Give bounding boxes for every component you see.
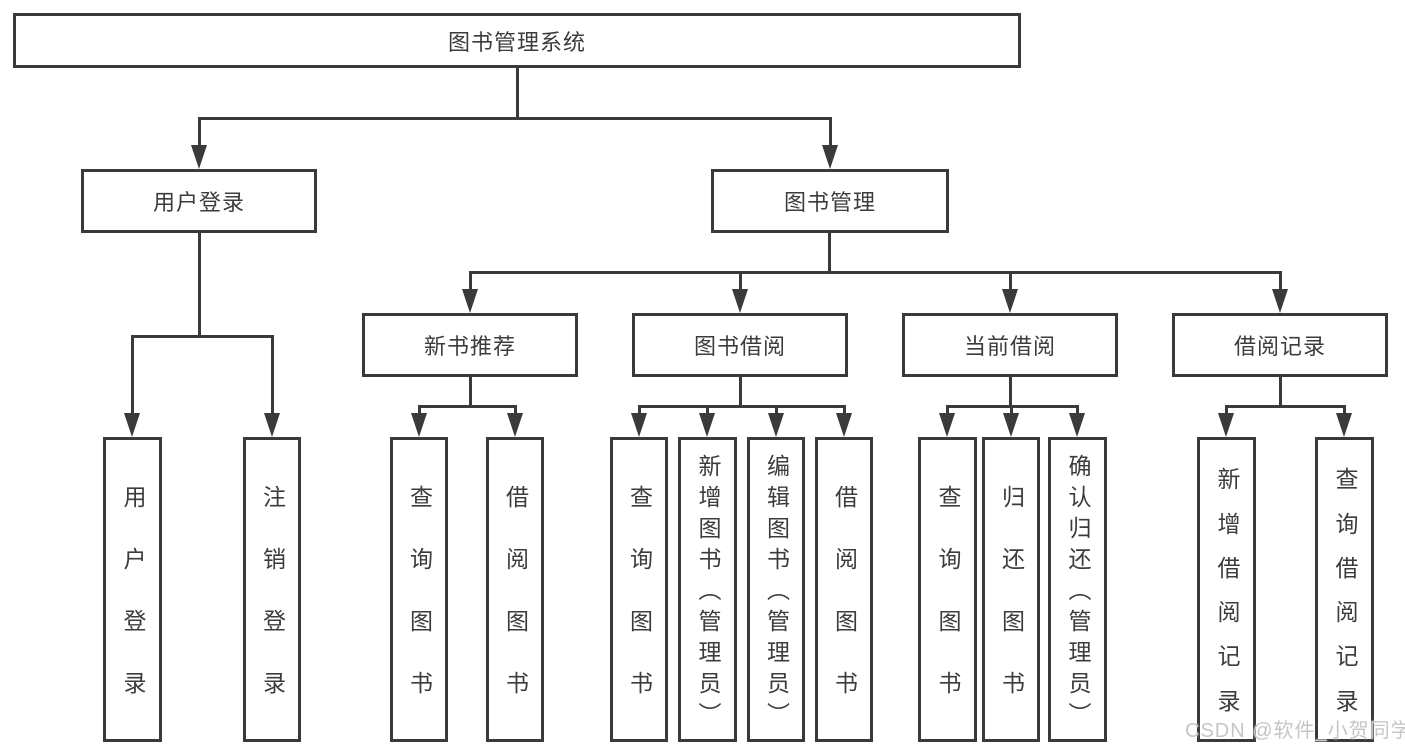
connector-drop-current-borrow <box>1009 271 1012 293</box>
node-leaf-logout-label: 注销登录 <box>259 485 286 694</box>
node-leaf-edit-book-label: 编辑图书（管理员） <box>763 454 790 725</box>
connector-drop-borrow-records <box>1279 271 1282 293</box>
node-leaf-logout: 注销登录 <box>243 437 301 742</box>
connector-drop-book-mgmt <box>829 117 832 148</box>
connector-current-borrow-stem <box>1009 377 1012 408</box>
node-book-mgmt-label: 图书管理 <box>783 190 876 215</box>
connector-borrow-records-branch <box>1225 405 1346 408</box>
node-leaf-confirm-return: 确认归还（管理员） <box>1048 437 1107 742</box>
node-leaf-return-book-label: 归还图书 <box>998 485 1025 694</box>
arrowhead-edit-book <box>768 413 784 437</box>
connector-drop-edit-book <box>775 405 778 415</box>
connector-user-login-branch <box>131 335 274 338</box>
connector-drop-confirm-return <box>1076 405 1079 415</box>
node-book-borrow: 图书借阅 <box>632 313 848 377</box>
arrowhead-add-book <box>699 413 715 437</box>
node-leaf-query-borrow-record-label: 查询借阅记录 <box>1332 467 1358 712</box>
arrowhead-leaf-user-login <box>124 413 140 437</box>
node-leaf-borrow-book-1-label: 借阅图书 <box>502 485 529 694</box>
connector-drop-query-borrow-record <box>1343 405 1346 415</box>
node-leaf-return-book: 归还图书 <box>982 437 1040 742</box>
connector-drop-query-book-1 <box>418 405 421 415</box>
node-leaf-query-book-2: 查询图书 <box>610 437 668 742</box>
node-leaf-query-book-1-label: 查询图书 <box>406 485 433 694</box>
connector-new-book-rec-stem <box>469 377 472 408</box>
arrowhead-book-borrow <box>732 289 748 313</box>
arrowhead-confirm-return <box>1069 413 1085 437</box>
node-new-book-rec-label: 新书推荐 <box>423 334 516 359</box>
arrowhead-borrow-book-1 <box>507 413 523 437</box>
connector-drop-user-login <box>198 117 201 148</box>
connector-drop-leaf-user-login <box>131 335 134 415</box>
node-current-borrow: 当前借阅 <box>902 313 1118 377</box>
node-leaf-add-book: 新增图书（管理员） <box>678 437 737 742</box>
node-book-mgmt: 图书管理 <box>711 169 949 233</box>
connector-new-book-rec-branch <box>418 405 517 408</box>
node-leaf-user-login: 用户登录 <box>103 437 162 742</box>
node-user-login-label: 用户登录 <box>152 190 245 215</box>
arrowhead-borrow-records <box>1272 289 1288 313</box>
node-leaf-borrow-book-2: 借阅图书 <box>815 437 873 742</box>
arrowhead-add-borrow-record <box>1218 413 1234 437</box>
connector-drop-borrow-book-2 <box>843 405 846 415</box>
arrowhead-leaf-logout <box>264 413 280 437</box>
node-leaf-borrow-book-2-label: 借阅图书 <box>831 485 858 694</box>
connector-drop-return-book <box>1010 405 1013 415</box>
connector-drop-query-book-3 <box>946 405 949 415</box>
connector-drop-add-book <box>706 405 709 415</box>
arrowhead-query-book-1 <box>411 413 427 437</box>
connector-borrow-records-stem <box>1279 377 1282 408</box>
node-leaf-borrow-book-1: 借阅图书 <box>486 437 544 742</box>
connector-drop-query-book-2 <box>638 405 641 415</box>
node-root: 图书管理系统 <box>13 13 1021 68</box>
node-leaf-query-book-3: 查询图书 <box>918 437 977 742</box>
node-leaf-query-borrow-record: 查询借阅记录 <box>1315 437 1374 742</box>
connector-root-branch <box>198 117 832 120</box>
arrowhead-query-borrow-record <box>1336 413 1352 437</box>
node-borrow-records: 借阅记录 <box>1172 313 1388 377</box>
arrowhead-current-borrow <box>1002 289 1018 313</box>
connector-root-stem <box>516 66 519 117</box>
arrowhead-return-book <box>1003 413 1019 437</box>
node-leaf-add-book-label: 新增图书（管理员） <box>695 454 721 725</box>
node-leaf-query-book-3-label: 查询图书 <box>935 485 961 694</box>
arrowhead-query-book-3 <box>939 413 955 437</box>
connector-user-login-stem <box>198 233 201 337</box>
node-new-book-rec: 新书推荐 <box>362 313 578 377</box>
node-leaf-confirm-return-label: 确认归还（管理员） <box>1065 454 1091 725</box>
connector-drop-add-borrow-record <box>1225 405 1228 415</box>
node-user-login: 用户登录 <box>81 169 317 233</box>
connector-book-borrow-branch <box>638 405 846 408</box>
node-leaf-query-book-2-label: 查询图书 <box>626 485 653 694</box>
connector-drop-borrow-book-1 <box>514 405 517 415</box>
connector-book-mgmt-stem <box>828 233 831 274</box>
node-leaf-user-login-label: 用户登录 <box>120 485 146 694</box>
node-leaf-add-borrow-record: 新增借阅记录 <box>1197 437 1256 742</box>
node-leaf-query-book-1: 查询图书 <box>390 437 448 742</box>
node-root-label: 图书管理系统 <box>447 29 586 55</box>
arrowhead-user-login <box>191 145 207 169</box>
csdn-watermark: CSDN @软件_小贺同学 <box>1185 720 1405 742</box>
connector-drop-new-book-rec <box>469 271 472 293</box>
node-leaf-add-borrow-record-label: 新增借阅记录 <box>1214 467 1240 712</box>
arrowhead-query-book-2 <box>631 413 647 437</box>
node-leaf-edit-book: 编辑图书（管理员） <box>747 437 805 742</box>
connector-drop-book-borrow <box>739 271 742 293</box>
connector-book-borrow-stem <box>739 377 742 408</box>
node-current-borrow-label: 当前借阅 <box>963 334 1056 359</box>
connector-book-mgmt-branch <box>469 271 1281 274</box>
arrowhead-new-book-rec <box>462 289 478 313</box>
arrowhead-borrow-book-2 <box>836 413 852 437</box>
node-book-borrow-label: 图书借阅 <box>693 334 786 359</box>
arrowhead-book-mgmt <box>822 145 838 169</box>
node-borrow-records-label: 借阅记录 <box>1233 334 1326 359</box>
connector-drop-leaf-logout <box>271 335 274 415</box>
